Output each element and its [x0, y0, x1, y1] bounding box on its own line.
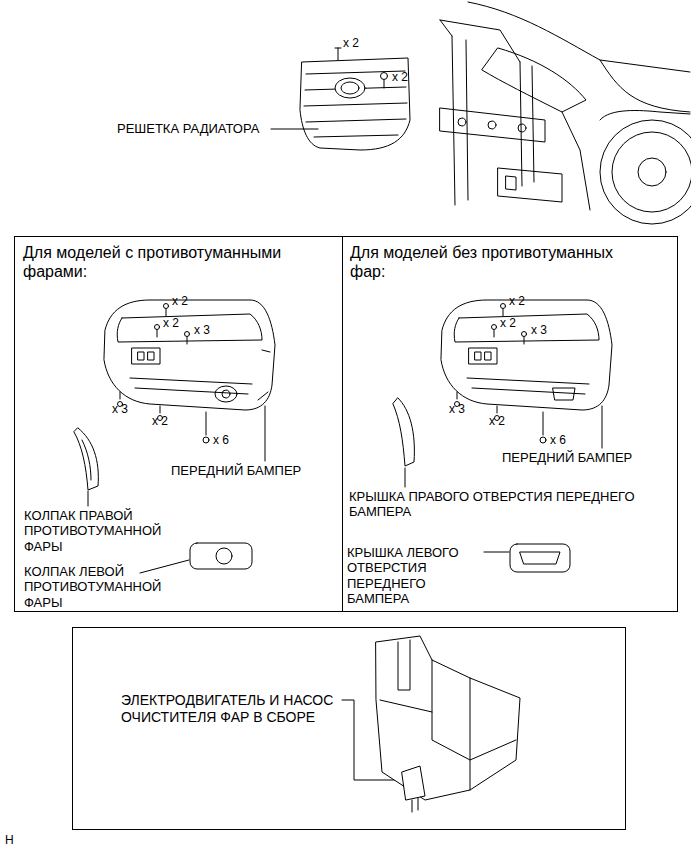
- fog-lamp-cover: [82, 440, 91, 480]
- quantity-mark: x 3: [531, 323, 547, 337]
- quantity-mark: x 3: [112, 402, 128, 416]
- variant-panel: Для моделей с противотуманными фарами:: [14, 236, 343, 612]
- panel-heading: Для моделей с противотуманными фарами:: [23, 243, 318, 281]
- quantity-mark: x 2: [500, 316, 516, 330]
- quantity-mark: x 2: [509, 294, 525, 308]
- front-bumper: [104, 300, 275, 443]
- hole-cover: [520, 552, 560, 564]
- quantity-mark: x 2: [489, 414, 505, 428]
- part-name: ПЕРЕДНИЙ БАМПЕР: [171, 463, 301, 478]
- front-bumper: [441, 300, 612, 443]
- fog-lamp-hole: [215, 386, 237, 402]
- quantity-mark: x 6: [213, 433, 229, 447]
- figure-code: H: [5, 833, 14, 847]
- fog-lamp-cover: [74, 428, 98, 490]
- quantity-mark: x 2: [172, 294, 188, 308]
- quantity-mark: x 3: [449, 402, 465, 416]
- part-name: КОЛПАК ЛЕВОЙ ПРОТИВОТУМАННОЙ ФАРЫ: [24, 564, 184, 610]
- panel-heading: Для моделей без противотуманных фар:: [350, 243, 645, 281]
- fog-lamp-cover: [190, 543, 252, 569]
- fog-lamp: [222, 390, 230, 398]
- leader-line: [271, 129, 318, 130]
- quantity-mark: x 6: [550, 433, 566, 447]
- fog-lamp-cover: [216, 548, 232, 564]
- quantity-mark: x 2: [343, 36, 359, 50]
- radiator-grille: [300, 48, 410, 150]
- part-name: КОЛПАК ПРАВОЙ ПРОТИВОТУМАННОЙ ФАРЫ: [24, 508, 184, 554]
- part-name: КРЫШКА ПРАВОГО ОТВЕРСТИЯ ПЕРЕДНЕГО БАМПЕ…: [349, 489, 669, 520]
- part-name: ЭЛЕКТРОДВИГАТЕЛЬ И НАСОС ОЧИСТИТЕЛЯ ФАР …: [121, 692, 337, 726]
- hole-cover: [510, 544, 570, 572]
- quantity-mark: x 2: [152, 414, 168, 428]
- quantity-mark: x 3: [194, 323, 210, 337]
- part-name: РЕШЕТКА РАДИАТОРА: [117, 121, 259, 136]
- part-name: ПЕРЕДНИЙ БАМПЕР: [502, 450, 632, 465]
- hole-cover: [393, 398, 414, 466]
- quantity-mark: x 2: [163, 316, 179, 330]
- detail-panel: ЭЛЕКТРОДВИГАТЕЛЬ И НАСОС ОЧИСТИТЕЛЯ ФАР …: [72, 627, 626, 830]
- washer-tank: [376, 636, 520, 812]
- quantity-mark: x 2: [392, 70, 408, 84]
- part-name: КРЫШКА ЛЕВОГО ОТВЕРСТИЯ ПЕРЕДНЕГО БАМПЕР…: [347, 545, 482, 606]
- car-front: [440, 2, 691, 224]
